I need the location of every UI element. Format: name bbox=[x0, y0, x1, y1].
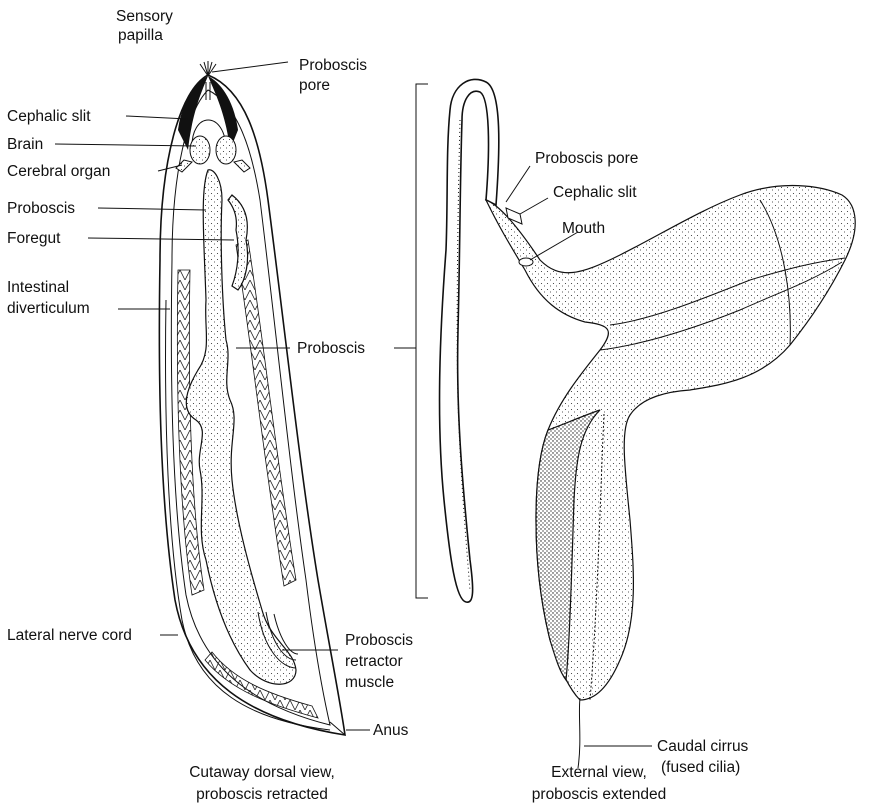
label-intestinal-diverticulum-line1: Intestinal bbox=[7, 279, 69, 296]
right-caption-line1: External view, bbox=[551, 764, 647, 781]
label-ext-mouth: Mouth bbox=[562, 220, 605, 237]
label-lateral-nerve-cord: Lateral nerve cord bbox=[7, 627, 132, 644]
label-caudal-cirrus-line1: Caudal cirrus bbox=[657, 738, 749, 755]
left-caption-line2: proboscis retracted bbox=[196, 786, 328, 803]
caudal-cirrus bbox=[578, 698, 580, 768]
label-brain: Brain bbox=[7, 136, 43, 153]
label-proboscis-mid: Proboscis bbox=[297, 340, 365, 357]
label-retractor-line1: Proboscis bbox=[345, 632, 413, 649]
worm-body-external bbox=[486, 186, 855, 700]
sensory-papilla-bristles bbox=[200, 61, 216, 76]
label-intestinal-diverticulum-line2: diverticulum bbox=[7, 300, 90, 317]
label-sensory-papilla-line1: Sensory bbox=[116, 8, 173, 25]
left-caption-line1: Cutaway dorsal view, bbox=[189, 764, 335, 781]
label-caudal-cirrus-line2: (fused cilia) bbox=[661, 759, 740, 776]
label-cerebral-organ: Cerebral organ bbox=[7, 163, 110, 180]
extended-proboscis bbox=[440, 79, 499, 602]
label-retractor-line2: retractor bbox=[345, 653, 403, 670]
label-proboscis-pore-line1: Proboscis bbox=[299, 57, 367, 74]
label-sensory-papilla-line2: papilla bbox=[118, 27, 163, 44]
label-retractor-line3: muscle bbox=[345, 674, 394, 691]
cutaway-worm bbox=[159, 61, 345, 735]
label-proboscis-top: Proboscis bbox=[7, 200, 75, 217]
brain-lobe-left bbox=[190, 136, 210, 164]
external-worm bbox=[440, 79, 856, 768]
label-anus: Anus bbox=[373, 722, 409, 739]
label-ext-cephalic-slit: Cephalic slit bbox=[553, 184, 637, 201]
label-foregut: Foregut bbox=[7, 230, 61, 247]
right-caption-line2: proboscis extended bbox=[532, 786, 666, 803]
label-ext-proboscis-pore: Proboscis pore bbox=[535, 150, 638, 167]
brain-lobe-right bbox=[216, 136, 236, 164]
label-proboscis-pore-line2: pore bbox=[299, 77, 330, 94]
label-cephalic-slit: Cephalic slit bbox=[7, 108, 91, 125]
proboscis-bracket bbox=[416, 84, 428, 598]
